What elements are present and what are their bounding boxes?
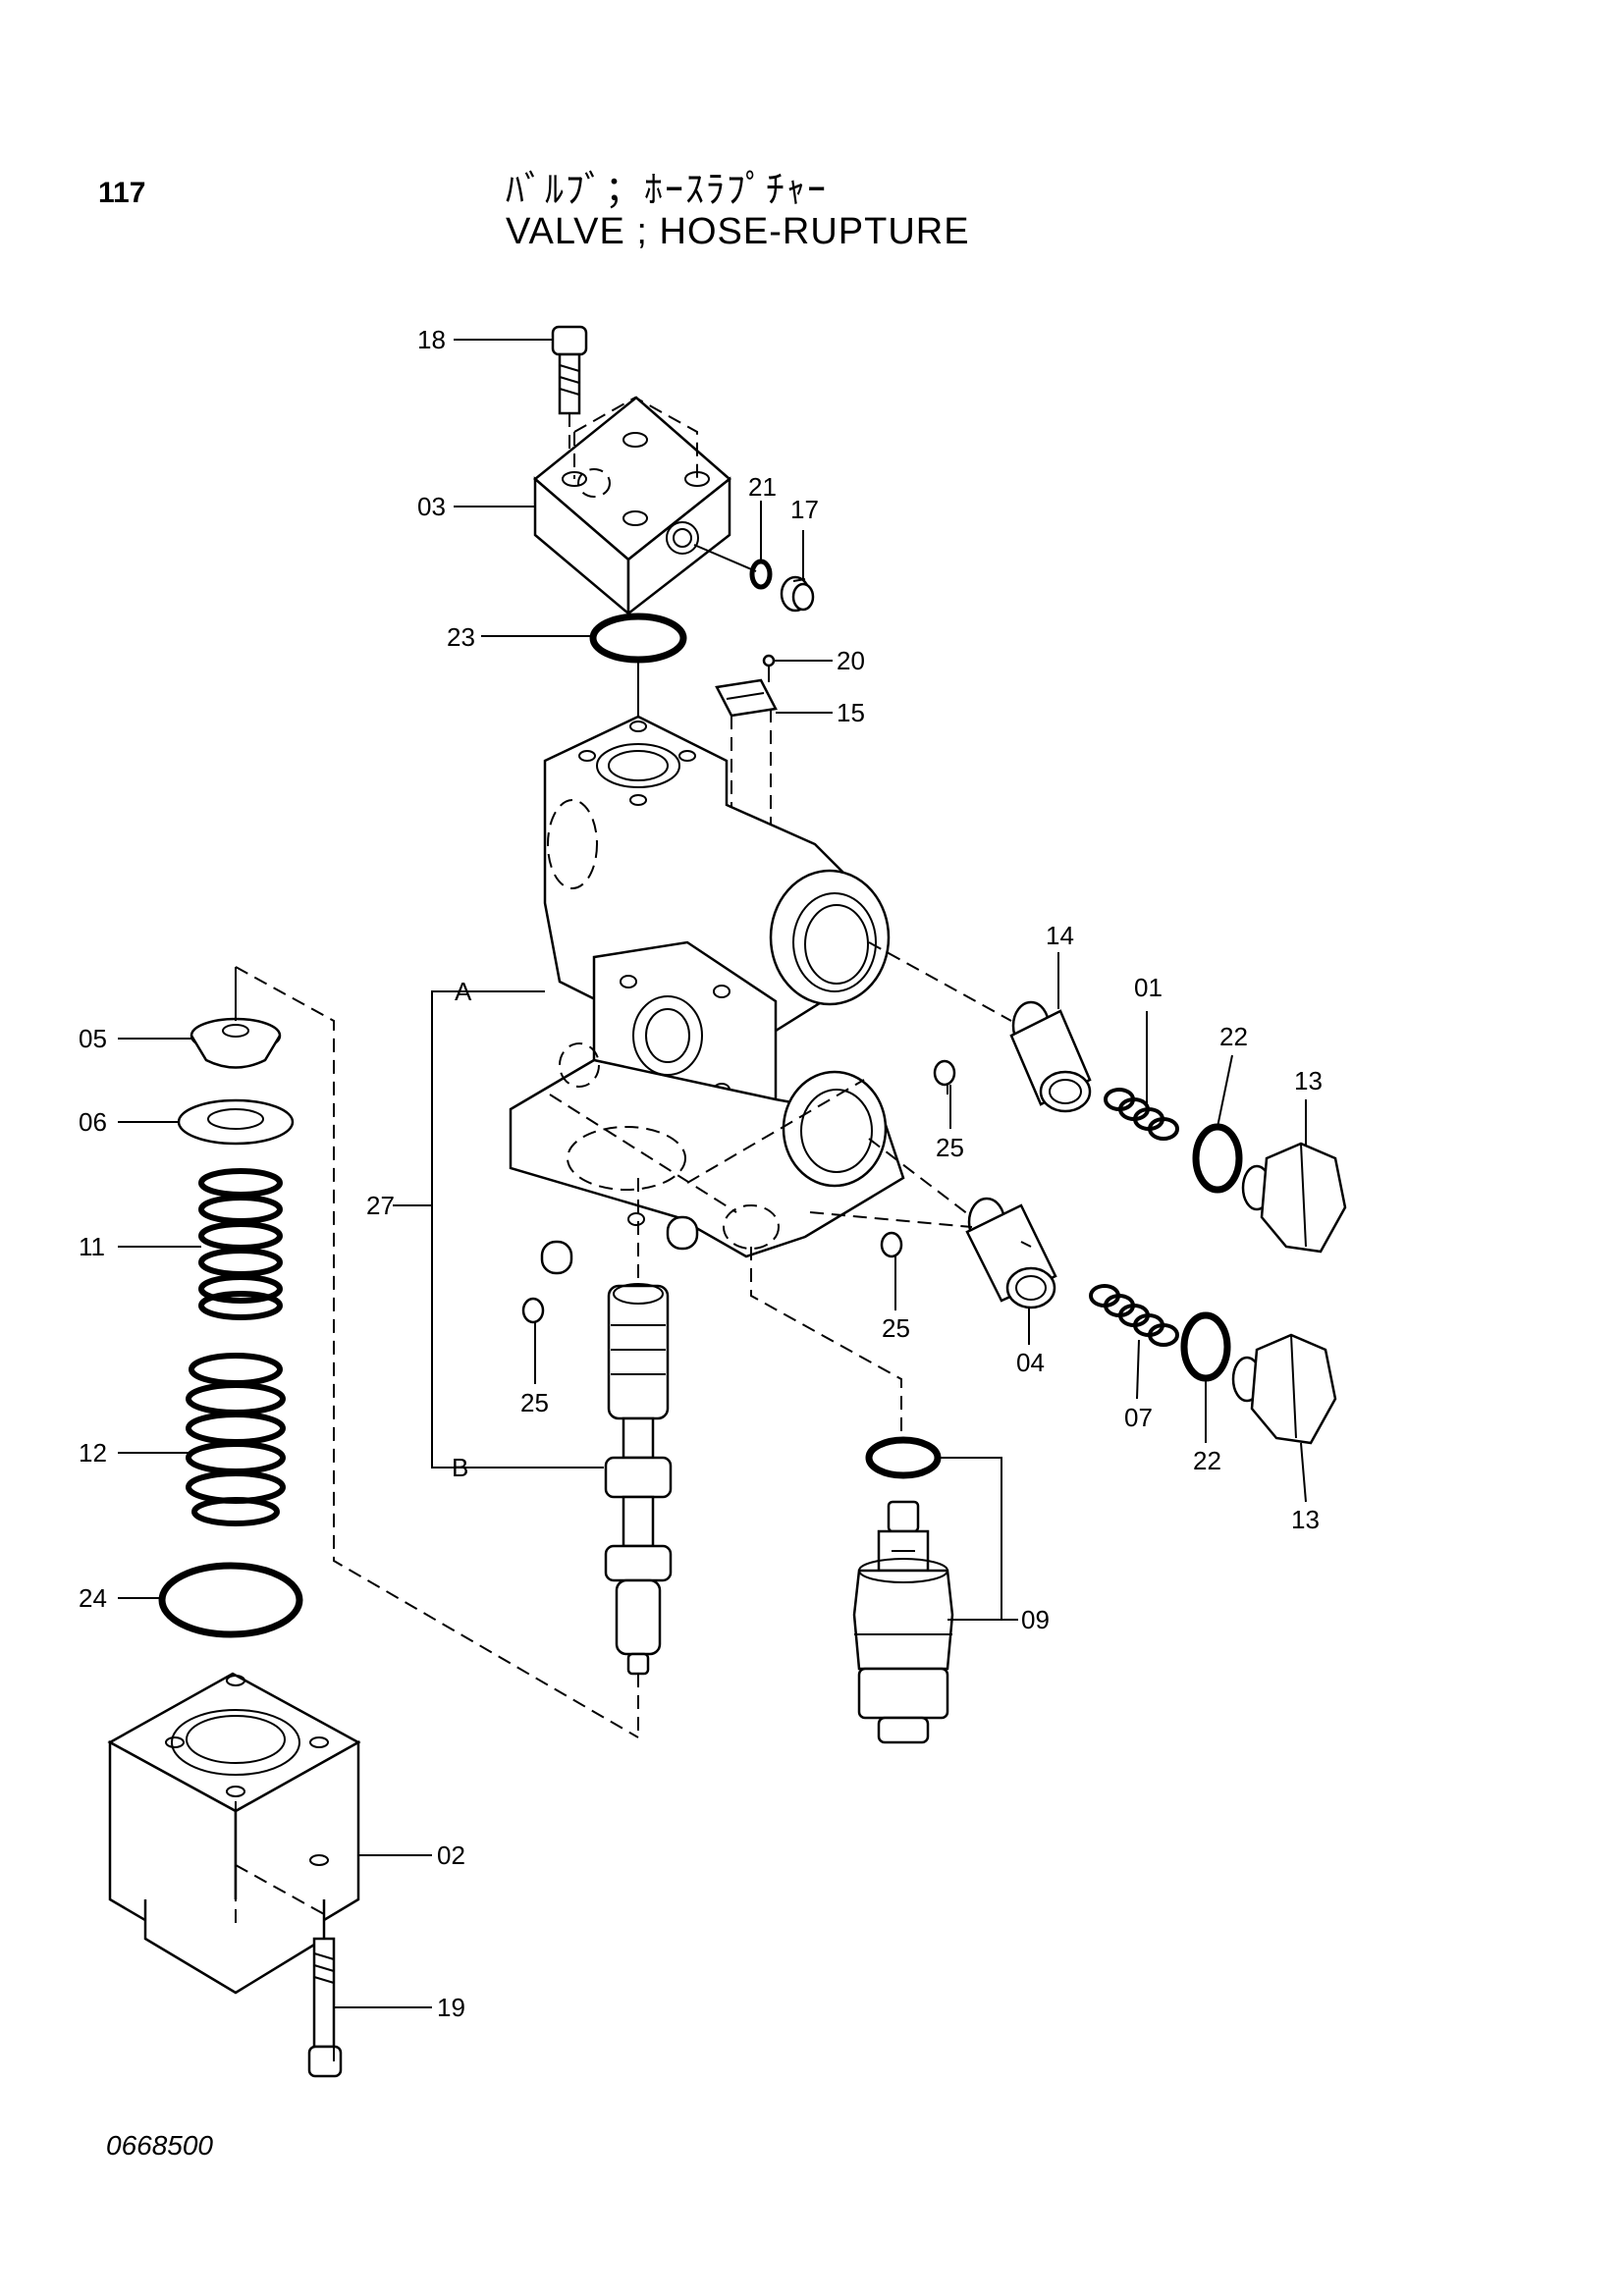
part-main-valve-body — [509, 715, 905, 1286]
callout-11: 11 — [79, 1232, 105, 1261]
part-12-spring — [186, 1353, 286, 1526]
part-07-spring — [1089, 1284, 1179, 1347]
callout-09: 09 — [1021, 1605, 1050, 1634]
assembly-path-line — [235, 966, 639, 1738]
part-03-cover-block — [533, 396, 757, 616]
callout-22-lower: 22 — [1193, 1446, 1221, 1475]
part-21-oring — [749, 559, 773, 590]
callout-12: 12 — [79, 1438, 107, 1468]
part-15-name-plate — [715, 678, 778, 834]
part-20-rivet — [762, 654, 776, 682]
part-24-oring — [158, 1562, 303, 1638]
part-spool — [604, 1283, 673, 1737]
part-01-spring — [1104, 1088, 1179, 1141]
title-english: VALVE ; HOSE-RUPTURE — [506, 211, 970, 252]
callout-20: 20 — [837, 646, 865, 675]
callout-02: 02 — [437, 1841, 465, 1870]
title-japanese: ﾊﾞﾙﾌﾞ；ﾎｰｽﾗﾌﾟﾁｬｰ — [506, 170, 829, 211]
part-02-cap-block — [107, 1672, 361, 1995]
part-22-oring-upper — [1192, 1123, 1243, 1194]
leader-lines — [118, 339, 1307, 2061]
part-19-bolt — [307, 1937, 343, 2078]
part-14-poppet — [868, 941, 1092, 1113]
part-13-plug-lower — [1231, 1333, 1337, 1445]
callout-15: 15 — [837, 698, 865, 727]
callout-06: 06 — [79, 1107, 107, 1137]
callout-25-upper: 25 — [936, 1133, 964, 1162]
callout-03: 03 — [417, 492, 446, 521]
callout-labels: 18 03 21 17 23 20 15 14 01 22 13 05 06 1… — [79, 325, 1323, 2022]
part-23-oring — [589, 613, 687, 721]
part-25-set-screw-left — [521, 1297, 545, 1324]
callout-24: 24 — [79, 1583, 107, 1613]
callout-23: 23 — [447, 622, 475, 652]
callout-a: A — [455, 977, 472, 1006]
page-number: 117 — [98, 177, 146, 209]
callout-18: 18 — [417, 325, 446, 354]
callout-25-left: 25 — [520, 1388, 549, 1417]
part-17-plug — [780, 575, 815, 613]
assembly-bracket-27 — [393, 990, 604, 1468]
callout-14: 14 — [1046, 921, 1074, 950]
callout-13-lower: 13 — [1291, 1505, 1320, 1534]
callout-07: 07 — [1124, 1403, 1153, 1432]
part-25-set-screw-right — [880, 1231, 903, 1258]
callout-17: 17 — [790, 495, 819, 524]
callout-01: 01 — [1134, 973, 1163, 1002]
callout-25-right: 25 — [882, 1313, 910, 1343]
callout-13-upper: 13 — [1294, 1066, 1323, 1095]
callout-b: B — [452, 1453, 468, 1482]
part-06-washer — [177, 1098, 295, 1146]
part-09-relief-cartridge — [750, 1247, 954, 1744]
callout-19: 19 — [437, 1993, 465, 2022]
part-11-spring — [198, 1168, 283, 1320]
part-22-oring-lower — [1180, 1311, 1231, 1382]
callout-04: 04 — [1016, 1348, 1045, 1377]
part-05-retainer — [189, 967, 282, 1069]
part-13-plug-upper — [1241, 1142, 1347, 1254]
part-25-set-screw-upper — [933, 1059, 956, 1095]
callout-05: 05 — [79, 1024, 107, 1053]
part-18-bolt — [551, 325, 588, 456]
callout-27: 27 — [366, 1191, 395, 1220]
callout-22-upper: 22 — [1219, 1022, 1248, 1051]
callout-21: 21 — [748, 472, 777, 502]
part-04-poppet — [809, 1138, 1057, 1309]
drawing-number: 0668500 — [106, 2130, 214, 2161]
